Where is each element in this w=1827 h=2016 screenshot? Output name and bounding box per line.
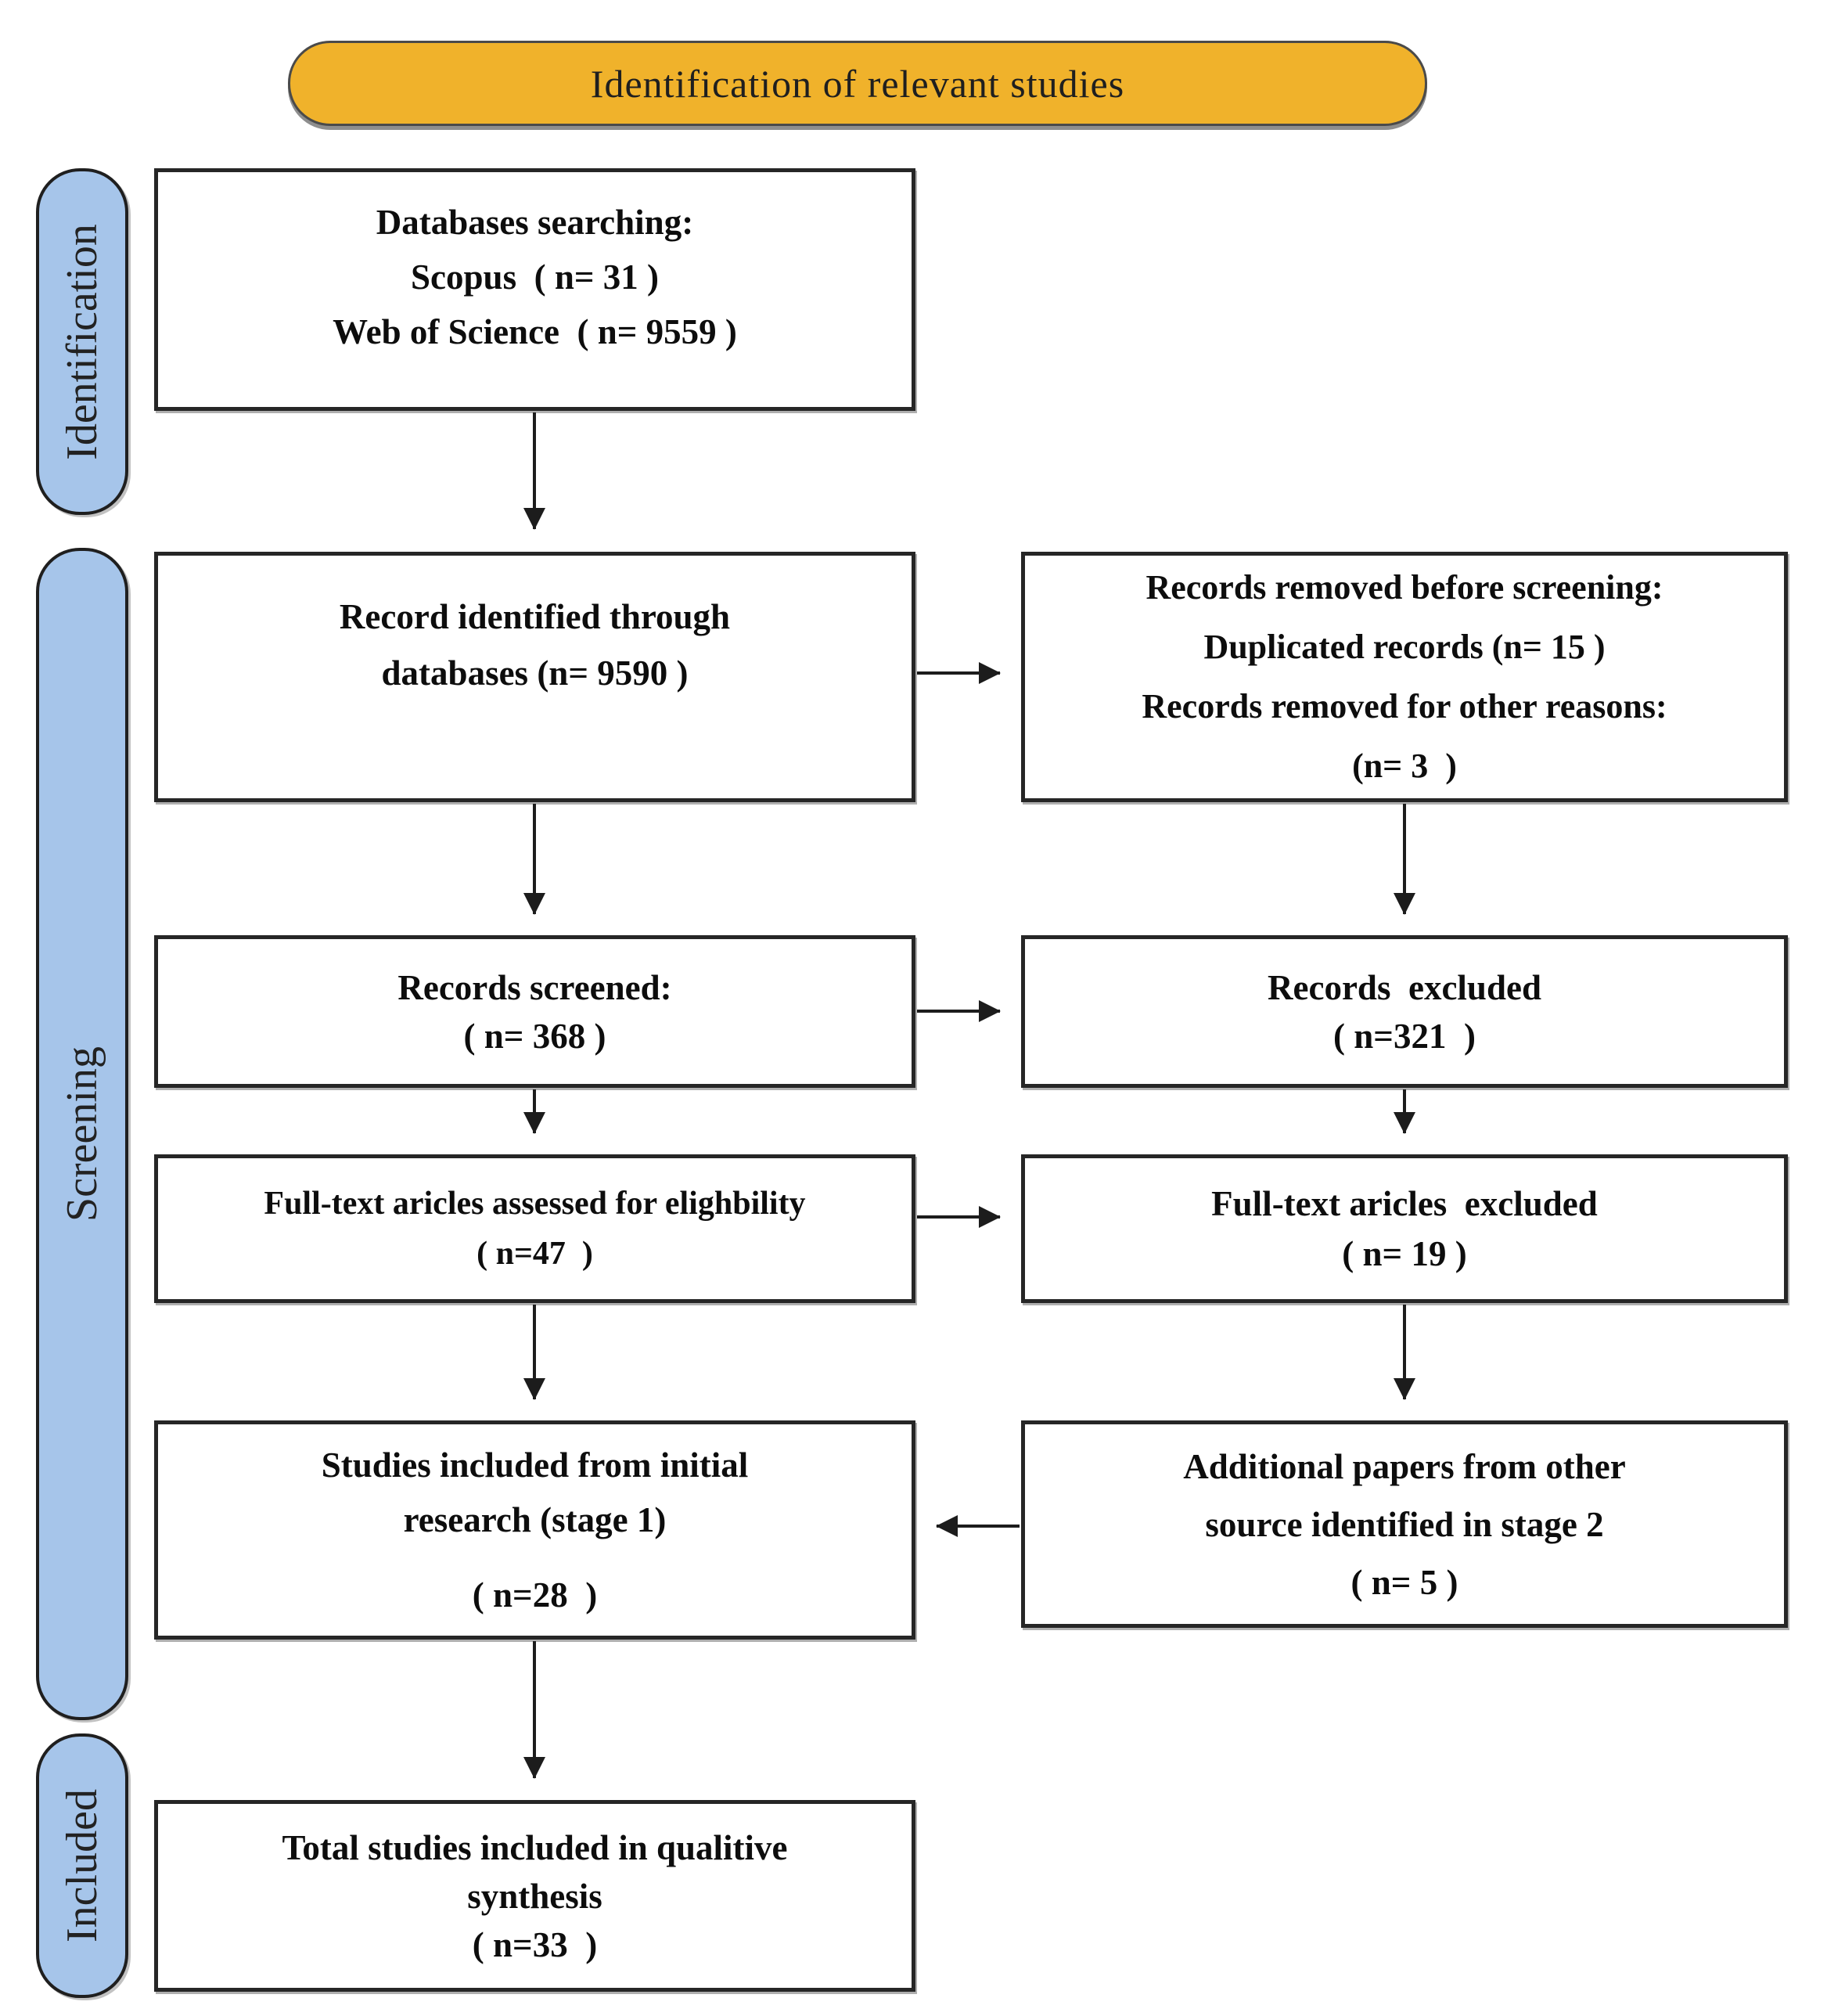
box-line: ( n=33 )	[472, 1924, 598, 1964]
box-line: research (stage 1)	[403, 1500, 667, 1539]
box-line: Scopus ( n= 31 )	[411, 257, 659, 297]
box-line: Records removed for other reasons:	[1142, 687, 1667, 725]
stage-pill-identification: Identification	[36, 168, 128, 515]
box-line: Databases searching:	[376, 203, 694, 242]
stage-pill-screening: Screening	[36, 548, 128, 1720]
box-line: databases (n= 9590 )	[381, 653, 689, 693]
box-line: Records excluded	[1268, 967, 1541, 1007]
box-line: Web of Science ( n= 9559 )	[333, 312, 737, 351]
flow-box-additional-papers: Additional papers from other source iden…	[1021, 1420, 1788, 1628]
box-line: ( n= 19 )	[1342, 1234, 1467, 1273]
box-line: ( n=321 )	[1333, 1016, 1476, 1056]
box-line: Duplicated records (n= 15 )	[1203, 628, 1606, 666]
flow-box-fulltext-excluded: Full-text aricles excluded ( n= 19 )	[1021, 1154, 1788, 1303]
box-line: Full-text aricles excluded	[1211, 1184, 1598, 1223]
box-line: ( n= 368 )	[463, 1016, 606, 1056]
title-banner: Identification of relevant studies	[288, 41, 1427, 126]
flow-box-studies-included-stage1: Studies included from initial research (…	[154, 1420, 915, 1640]
stage-pill-included: Included	[36, 1733, 128, 1998]
box-line: (n= 3 )	[1352, 747, 1457, 785]
box-line: Total studies included in qualitive	[282, 1827, 788, 1867]
box-line: ( n=28 )	[472, 1575, 598, 1615]
flow-box-databases-searching: Databases searching: Scopus ( n= 31 ) We…	[154, 168, 915, 411]
flow-box-records-excluded: Records excluded ( n=321 )	[1021, 935, 1788, 1088]
box-line: Records screened:	[397, 967, 672, 1007]
box-line: ( n=47 )	[477, 1236, 593, 1272]
box-line: synthesis	[467, 1876, 602, 1916]
flow-box-total-included: Total studies included in qualitive synt…	[154, 1800, 915, 1992]
box-line: Additional papers from other	[1183, 1446, 1626, 1486]
box-line: source identified in stage 2	[1205, 1504, 1604, 1544]
flow-box-records-removed: Records removed before screening: Duplic…	[1021, 552, 1788, 802]
box-line: Full-text aricles assessed for elighbili…	[264, 1186, 806, 1222]
stage-label-screening: Screening	[58, 1046, 107, 1222]
diagram-title: Identification of relevant studies	[590, 61, 1125, 106]
stage-label-identification: Identification	[58, 223, 106, 460]
flow-box-fulltext-assessed: Full-text aricles assessed for elighbili…	[154, 1154, 915, 1303]
stage-label-included: Included	[58, 1789, 107, 1942]
box-line: Studies included from initial	[321, 1445, 749, 1485]
box-line: Record identified through	[339, 597, 731, 636]
flow-box-records-screened: Records screened: ( n= 368 )	[154, 935, 915, 1088]
box-line: ( n= 5 )	[1350, 1562, 1458, 1602]
flow-box-records-identified: Record identified through databases (n= …	[154, 552, 915, 802]
box-line: Records removed before screening:	[1145, 568, 1663, 607]
